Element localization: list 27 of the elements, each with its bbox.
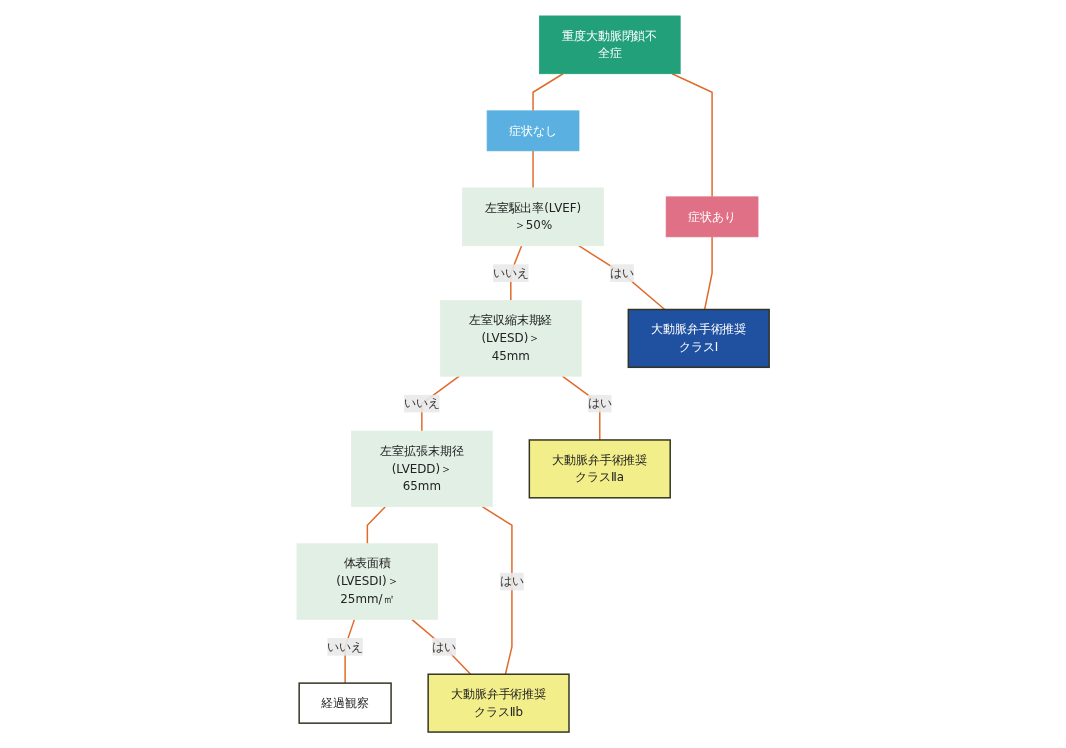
- node-box: 大動脈弁手術推奨クラスⅠ: [627, 308, 770, 369]
- node-box: 症状あり: [665, 196, 759, 238]
- node-box: 大動脈弁手術推奨クラスⅡb: [427, 673, 570, 733]
- connector: [366, 505, 386, 545]
- edge-label: はい: [587, 396, 612, 411]
- edge-label: はい: [610, 265, 634, 280]
- edge-label: いいえ: [404, 396, 440, 411]
- node-box: 大動脈弁手術推奨クラスⅡa: [528, 439, 671, 499]
- connector: [532, 73, 564, 112]
- connector: [411, 618, 472, 675]
- node-box: 症状なし: [486, 110, 580, 152]
- node-box: 左室駆出率(LVEF)＞50%: [462, 187, 604, 247]
- node-box: 重度大動脈閉鎖不全症: [538, 15, 681, 75]
- edge-label: いいえ: [327, 639, 363, 654]
- edge-label: いいえ: [492, 265, 529, 280]
- connector: [532, 150, 534, 189]
- node-box: 体表面積(LVESDI)＞25mm/㎡: [296, 543, 439, 620]
- connector: [671, 73, 713, 198]
- node-box: 左室拡張末期径(LVEDD)＞65mm: [351, 430, 493, 508]
- connector: [703, 236, 713, 311]
- connector: [577, 245, 666, 311]
- connector: [481, 505, 513, 675]
- edge-label: はい: [500, 574, 524, 589]
- node-box: 経過観察: [298, 682, 392, 724]
- node-box: 左室収縮末期経(LVESD)＞45mm: [439, 300, 582, 377]
- edge-label: はい: [432, 639, 456, 654]
- connector: [561, 375, 601, 441]
